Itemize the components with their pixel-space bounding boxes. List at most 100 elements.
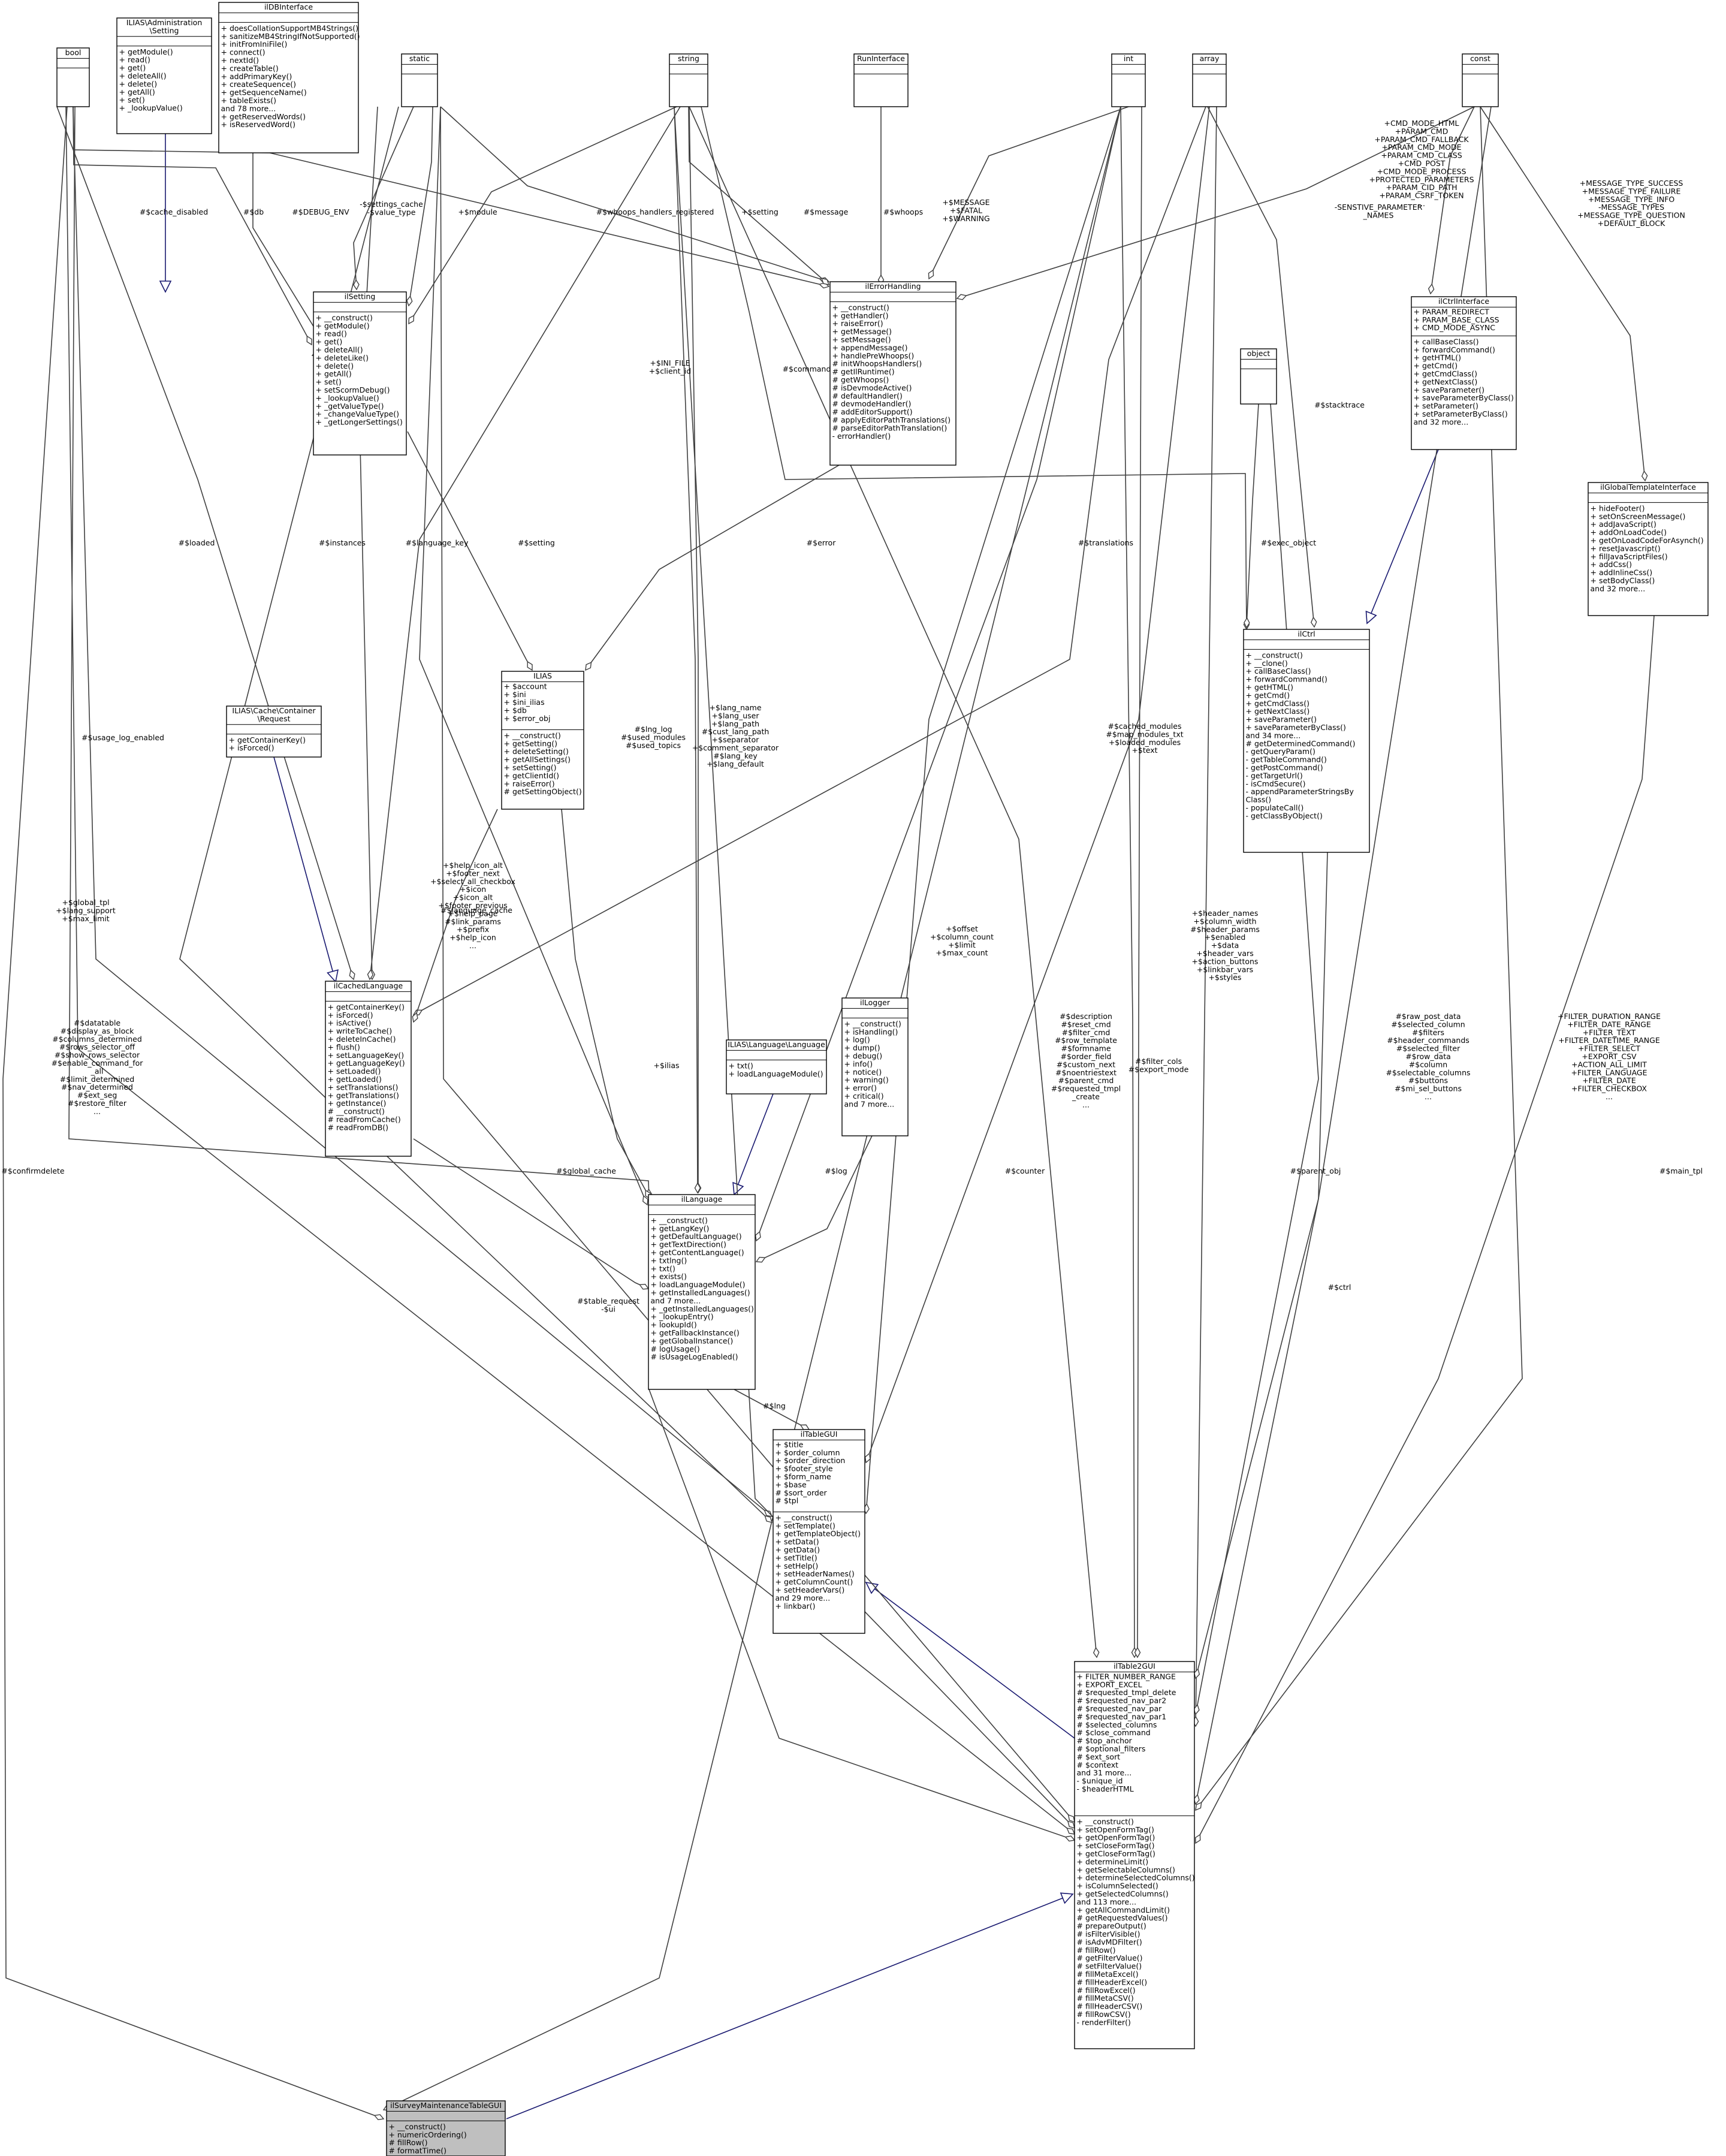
class-ilctrl[interactable]: ilCtrl+ __construct()+ __clone()+ callBa… <box>1243 629 1370 853</box>
edge-label-l_cache_disabled: #$cache_disabled <box>140 207 208 216</box>
class-admin_setting[interactable]: ILIAS\Administration\Setting+ getModule(… <box>116 17 212 134</box>
edge-label-line: +$offset <box>946 924 978 933</box>
edge-label-line: +$separator <box>712 735 760 744</box>
class-ctrliface[interactable]: ilCtrlInterface+ PARAM_REDIRECT+ PARAM_B… <box>1411 296 1517 450</box>
class-box-frame <box>648 1194 756 1390</box>
class-array[interactable]: array <box>1192 53 1227 107</box>
edge-label-l_raw_post: #$raw_post_data#$selected_column#$filter… <box>1386 1012 1470 1101</box>
class-langiface[interactable]: ILIAS\Language\Language+ txt()+ loadLang… <box>726 1039 827 1094</box>
class-box-frame <box>401 53 438 107</box>
class-method: + raiseError() <box>504 779 555 788</box>
class-iltable2gui[interactable]: ilTable2GUI+ FILTER_NUMBER_RANGE+ EXPORT… <box>1074 1661 1195 2049</box>
edge-label-line: #$display_as_block <box>61 1026 134 1035</box>
edge-label-line: #$confirmdelete <box>1 1166 65 1175</box>
class-method: # getWhoops() <box>832 375 889 384</box>
class-method: + getReservedWords() <box>221 112 306 121</box>
class-method: + getHTML() <box>1414 353 1462 362</box>
edge-label-l_global_cache: #$global_cache <box>556 1166 616 1175</box>
edge-label-line: #$loaded <box>179 538 215 547</box>
edge-label-line: #$lng <box>763 1401 786 1410</box>
edge-label-line: +MESSAGE_TYPE_SUCCESS <box>1580 179 1683 188</box>
edge-label-line: #$translations <box>1078 538 1133 547</box>
edge-label-line: #$header_commands <box>1387 1036 1469 1045</box>
class-ildb[interactable]: ilDBInterface+ doesCollationSupportMB4St… <box>218 2 360 153</box>
class-method: and 7 more... <box>844 1099 895 1108</box>
class-method: + setScormDebug() <box>316 385 390 394</box>
class-method: + determineLimit() <box>1077 1857 1149 1866</box>
class-method: + _getInstalledLanguages() <box>651 1304 754 1313</box>
edge-label-line: #$DEBUG_ENV <box>292 207 349 216</box>
class-attribute: + PARAM_BASE_CLASS <box>1414 315 1499 324</box>
class-method: + error() <box>844 1084 877 1093</box>
class-name: \Request <box>258 714 291 723</box>
class-bool[interactable]: bool <box>56 47 90 107</box>
class-static[interactable]: static <box>401 53 438 107</box>
class-cachedlang[interactable]: ilCachedLanguage+ getContainerKey()+ isF… <box>325 981 412 1157</box>
edge-label-line: -$value_type <box>367 207 416 216</box>
edge-label-line: #$reset_cmd <box>1061 1020 1111 1029</box>
class-method: + delete() <box>316 361 354 370</box>
class-method: + saveParameter() <box>1246 715 1317 724</box>
class-illogger[interactable]: ilLogger+ __construct()+ isHandling()+ l… <box>841 997 909 1136</box>
edge-label-line: #$row_template <box>1055 1036 1117 1045</box>
edge-label-line: _all <box>90 1066 104 1075</box>
aggregation-diamond <box>694 1182 701 1194</box>
inheritance-edge-20 <box>273 756 336 982</box>
class-method: + setHeaderNames() <box>776 1569 855 1578</box>
class-int[interactable]: int <box>1111 53 1146 107</box>
class-method: - getClassByObject() <box>1246 811 1323 820</box>
association-edge-34 <box>561 809 651 1199</box>
edge-label-line: +FILTER_SELECT <box>1578 1044 1640 1053</box>
class-gtpl[interactable]: ilGlobalTemplateInterface+ hideFooter()+… <box>1588 482 1709 616</box>
class-runiface[interactable]: RunInterface <box>853 53 909 107</box>
edge-labels-layer: #$cache_disabled#$db#$DEBUG_ENV-$setting… <box>1 119 1703 1410</box>
class-ilias[interactable]: ILIAS+ $account+ $ini+ $ini_ilias+ $db+ … <box>501 671 584 810</box>
class-name: const <box>1470 54 1490 63</box>
class-ilerror[interactable]: ilErrorHandling+ __construct()+ getHandl… <box>829 281 956 466</box>
edge-label-l_table_request: #$table_request-$ui <box>577 1296 639 1313</box>
edge-label-line: +$text <box>1131 746 1157 755</box>
edge-label-line: +$FATAL <box>950 206 982 215</box>
edge-label-line: ... <box>469 941 476 950</box>
class-method: + deleteSetting() <box>504 747 569 756</box>
class-illanguage[interactable]: ilLanguage+ __construct()+ getLangKey()+… <box>648 1194 756 1390</box>
class-name: ILIAS\Language\Language <box>728 1040 825 1049</box>
edge-label-line: #$filters <box>1412 1028 1444 1037</box>
class-method: # __construct() <box>328 1107 385 1116</box>
edge-label-l_help_icon: +$help_icon_alt+$footer_next+$select_all… <box>430 861 515 950</box>
class-focus[interactable]: ilSurveyMaintenanceTableGUI+ __construct… <box>386 2100 506 2156</box>
edge-label-line: +CMD_POST <box>1398 159 1446 168</box>
class-method: + isActive() <box>328 1018 372 1027</box>
class-iltablegui[interactable]: ilTableGUI+ $title+ $order_column+ $orde… <box>773 1429 865 1634</box>
edge-label-line: +$WARNING <box>942 214 989 223</box>
class-string[interactable]: string <box>669 53 708 107</box>
edge-label-line: +$lang_user <box>712 711 760 720</box>
class-object[interactable]: object <box>1240 348 1277 405</box>
class-method: + getCmd() <box>1246 690 1290 699</box>
class-attribute: # $selected_columns <box>1077 1720 1157 1729</box>
edge-label-line: #$whoops_handlers_registered <box>596 207 714 216</box>
class-method: + setData() <box>776 1537 819 1546</box>
class-method: + resetJavascript() <box>1591 544 1661 553</box>
aggregation-diamond <box>642 1195 648 1206</box>
association-edge-7 <box>408 106 677 324</box>
class-method: + setMessage() <box>832 335 891 344</box>
edge-label-line: +PARAM_CSRF_TOKEN <box>1379 191 1464 200</box>
class-method: + getSelectedColumns() <box>1077 1889 1169 1898</box>
edge-label-line: #$filter_cmd <box>1062 1028 1111 1037</box>
class-cachereq[interactable]: ILIAS\Cache\Container\Request+ getContai… <box>226 705 322 758</box>
edge-label-line: ... <box>1082 1100 1090 1109</box>
edge-label-line: #$column <box>1409 1060 1447 1069</box>
class-attribute: + $base <box>776 1480 807 1489</box>
class-method: + __construct() <box>389 2122 446 2131</box>
class-method: + critical() <box>844 1091 884 1100</box>
class-ilsetting[interactable]: ilSetting+ __construct()+ getModule()+ r… <box>313 291 407 456</box>
inheritance-edge-40 <box>865 1582 1075 1739</box>
class-method: # fillHeaderExcel() <box>1077 1977 1148 1986</box>
class-method: + writeToCache() <box>328 1027 393 1036</box>
class-const[interactable]: const <box>1462 53 1499 107</box>
association-edge-32 <box>756 106 1121 1241</box>
class-attribute: # $top_anchor <box>1077 1736 1133 1745</box>
aggregation-diamond <box>1067 1814 1075 1823</box>
class-method: + getModule() <box>119 47 173 56</box>
